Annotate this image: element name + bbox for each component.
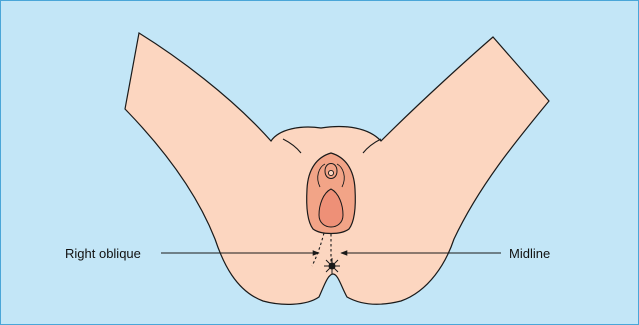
right-oblique-label: Right oblique <box>65 246 141 261</box>
clitoris <box>328 170 333 175</box>
anus-mark <box>324 258 340 274</box>
midline-label: Midline <box>509 246 550 261</box>
